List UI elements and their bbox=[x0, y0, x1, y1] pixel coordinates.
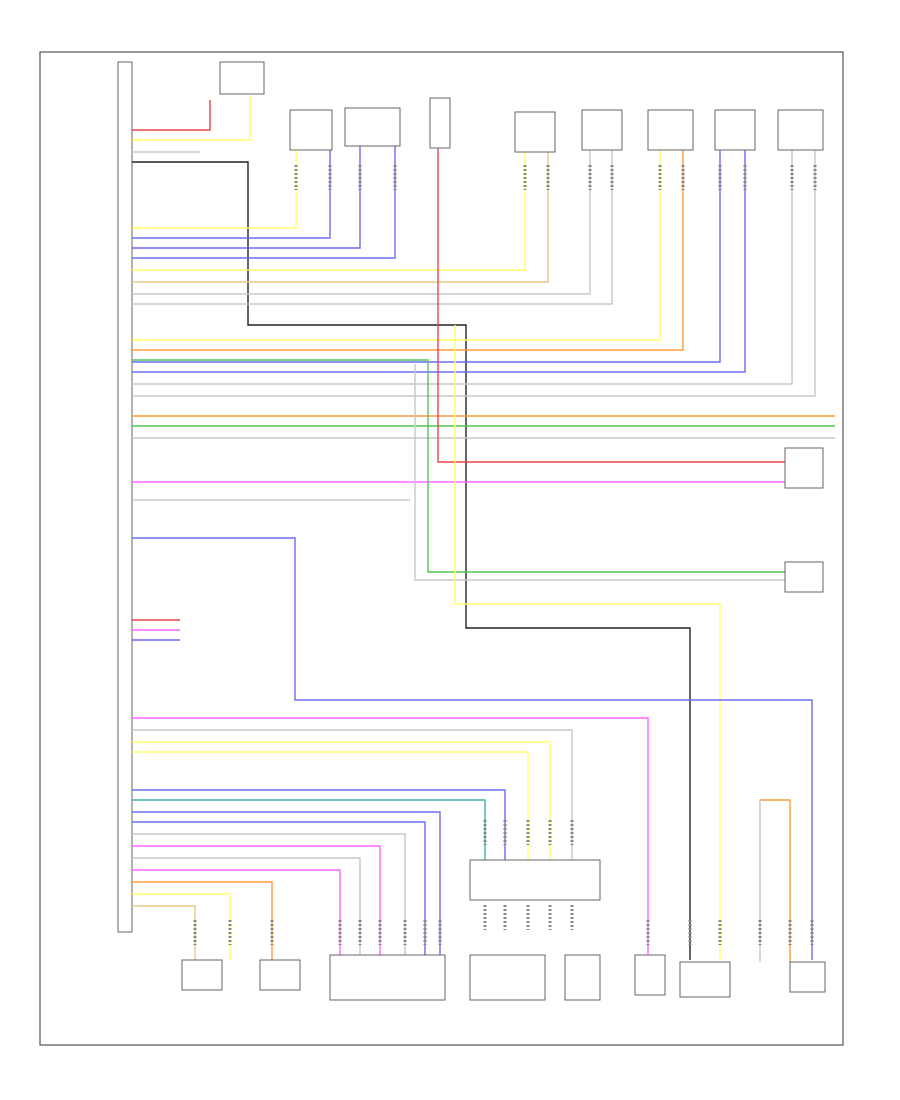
wire-orange-1 bbox=[132, 150, 684, 351]
wire-blue-5 bbox=[132, 150, 746, 373]
bottom-component-7 bbox=[679, 961, 731, 998]
wire-yellow-1 bbox=[132, 150, 297, 229]
wire-tan-2 bbox=[132, 905, 196, 960]
top-component-4 bbox=[429, 97, 451, 149]
wire-pink-4 bbox=[132, 845, 381, 955]
wire-blue-9 bbox=[132, 811, 441, 955]
top-component-5 bbox=[514, 111, 556, 153]
wire-gray-10 bbox=[132, 857, 361, 955]
top-component-9 bbox=[777, 109, 824, 151]
bottom-component-6 bbox=[634, 954, 666, 996]
wire-yellow-5 bbox=[132, 741, 551, 860]
wire-blue-2 bbox=[132, 146, 361, 249]
wire-red-2 bbox=[437, 148, 785, 463]
wire-blue-4 bbox=[132, 150, 721, 363]
wire-yellow-6 bbox=[132, 751, 529, 860]
wire-gray-1 bbox=[132, 150, 591, 295]
wire-gray-9 bbox=[132, 833, 406, 955]
bottom-connector-block bbox=[469, 859, 601, 901]
top-component-8 bbox=[714, 109, 756, 151]
top-component-7 bbox=[647, 109, 694, 151]
bottom-component-4 bbox=[469, 954, 546, 1001]
wire-orange-4 bbox=[760, 799, 791, 962]
wire-gray-8 bbox=[132, 729, 573, 860]
wire-yellow-7 bbox=[132, 893, 231, 960]
wire-pink-5 bbox=[132, 869, 341, 955]
wire-gray-3 bbox=[132, 150, 793, 385]
wire-red-top bbox=[132, 100, 211, 131]
wire-gray-4 bbox=[132, 150, 816, 397]
wire-pink-3 bbox=[132, 717, 649, 955]
wire-teal-1 bbox=[132, 799, 486, 860]
wire-gray-2 bbox=[132, 150, 613, 305]
wire-green-2 bbox=[132, 359, 785, 573]
bottom-component-5 bbox=[564, 954, 601, 1001]
wire-blue-3 bbox=[132, 146, 396, 259]
wire-yellow-2 bbox=[132, 152, 526, 271]
wire-yellow-4 bbox=[454, 325, 721, 960]
control-module-connector bbox=[117, 61, 133, 933]
bottom-component-2 bbox=[259, 959, 301, 991]
wire-blue-10 bbox=[132, 821, 426, 955]
top-component-1 bbox=[219, 61, 265, 95]
wire-blue-1 bbox=[132, 150, 331, 239]
top-component-2 bbox=[289, 109, 333, 151]
wire-yellow-top bbox=[132, 95, 251, 141]
top-component-6 bbox=[581, 109, 623, 151]
wire-blue-6 bbox=[132, 537, 813, 960]
top-component-3 bbox=[344, 107, 401, 147]
diagram-border bbox=[39, 51, 844, 1046]
right-component-1 bbox=[784, 447, 824, 489]
component-boxes bbox=[181, 61, 826, 1001]
wire-yellow-3 bbox=[132, 150, 661, 341]
wire-tan-1 bbox=[132, 152, 549, 283]
wire-black-main bbox=[132, 161, 691, 960]
bottom-component-3 bbox=[329, 954, 446, 1001]
bottom-component-1 bbox=[181, 959, 223, 991]
bottom-component-8 bbox=[789, 961, 826, 993]
wire-gray-7 bbox=[414, 364, 785, 581]
wire-harness bbox=[132, 95, 835, 962]
right-component-2 bbox=[784, 561, 824, 593]
